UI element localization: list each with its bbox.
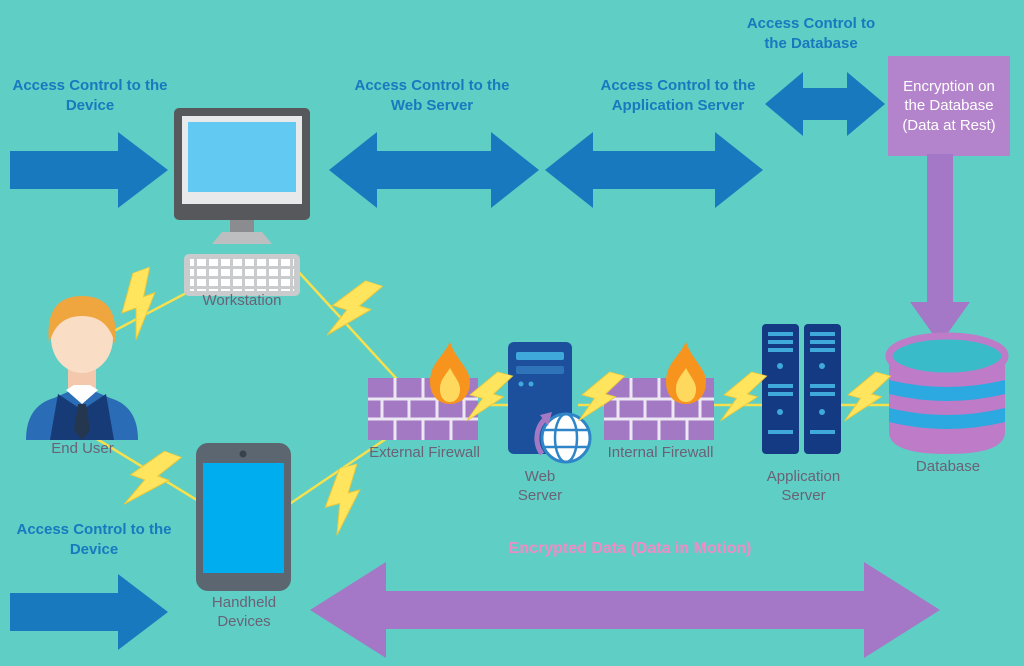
label-external-firewall: External Firewall xyxy=(369,444,480,461)
arrow-encrypted-data xyxy=(310,562,940,658)
database-icon xyxy=(885,330,1011,458)
lightning-bolt-icon xyxy=(324,463,361,536)
arrow-access-database xyxy=(765,72,885,136)
label-access-control-device-top: Access Control to the Device xyxy=(12,77,168,115)
label-database: Database xyxy=(915,458,981,475)
lightning-bolt-icon xyxy=(121,266,156,341)
label-access-control-device-bottom: Access Control to the Device xyxy=(16,521,172,559)
arrow-access-device-bottom xyxy=(10,574,168,650)
arrow-access-device-top xyxy=(10,132,168,208)
label-access-control-database: Access Control to the Database xyxy=(746,15,876,53)
flame-icon xyxy=(430,342,470,404)
flame-icon xyxy=(666,342,706,404)
external-firewall-icon xyxy=(368,342,480,440)
label-access-control-web-server: Access Control to the Web Server xyxy=(354,77,510,115)
label-internal-firewall: Internal Firewall xyxy=(607,444,714,461)
internal-firewall-icon xyxy=(604,342,716,440)
arrow-encryption-to-database xyxy=(910,154,970,344)
application-server-icon xyxy=(762,324,842,456)
lightning-bolt-icon xyxy=(720,371,768,422)
label-web-server: Web Server xyxy=(517,468,563,504)
workstation-icon xyxy=(172,108,312,298)
arrow-access-web-server xyxy=(329,132,539,208)
lightning-bolt-icon xyxy=(466,371,514,422)
label-application-server: Application Server xyxy=(766,468,841,504)
label-handheld-devices: Handheld Devices xyxy=(211,594,277,630)
encryption-database-box: Encryption on the Database (Data at Rest… xyxy=(888,56,1010,156)
end-user-icon xyxy=(20,290,145,440)
lightning-bolt-icon xyxy=(123,450,183,505)
arrow-access-app-server xyxy=(545,132,763,208)
label-encrypted-data: Encrypted Data (Data in Motion) xyxy=(508,540,752,557)
handheld-devices-icon xyxy=(196,443,291,591)
lightning-bolt-icon xyxy=(326,279,384,336)
globe-icon xyxy=(534,412,592,464)
lightning-bolt-icon xyxy=(844,371,892,422)
label-end-user: End User xyxy=(51,440,114,457)
label-access-control-app-server: Access Control to the Application Server xyxy=(600,77,756,115)
label-workstation: Workstation xyxy=(202,292,282,309)
lightning-bolt-icon xyxy=(578,371,626,422)
web-server-icon xyxy=(508,342,594,468)
